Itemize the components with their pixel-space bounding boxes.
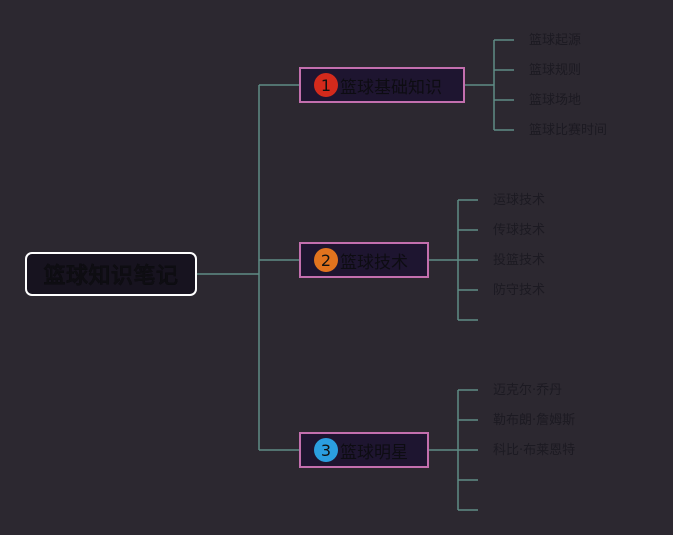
branch-label: 篮球基础知识 — [340, 77, 442, 98]
leaf-node[interactable]: 运球技术 — [493, 193, 546, 208]
number-badge-icon: 2 — [314, 248, 338, 272]
leaf-node[interactable]: 勒布朗·詹姆斯 — [493, 413, 576, 428]
leaf-node[interactable]: 投篮技术 — [493, 253, 546, 268]
leaf-node[interactable]: 科比·布莱恩特 — [493, 443, 576, 458]
root-label: 篮球知识笔记 — [43, 264, 179, 289]
number-badge-icon: 1 — [314, 73, 338, 97]
leaf-node[interactable]: 迈克尔·乔丹 — [493, 383, 563, 398]
leaf-node[interactable]: 篮球场地 — [529, 93, 582, 108]
leaf-node[interactable]: 篮球比赛时间 — [529, 123, 608, 138]
branch-label: 篮球明星 — [340, 442, 408, 463]
branch-node-1[interactable]: 1 篮球基础知识 — [299, 67, 465, 103]
branch-node-2[interactable]: 2 篮球技术 — [299, 242, 429, 278]
root-node[interactable]: 篮球知识笔记 — [25, 252, 197, 296]
leaf-node[interactable]: 篮球规则 — [529, 63, 582, 78]
branch-label: 篮球技术 — [340, 252, 408, 273]
number-badge-icon: 3 — [314, 438, 338, 462]
leaf-node[interactable]: 篮球起源 — [529, 33, 582, 48]
branch-node-3[interactable]: 3 篮球明星 — [299, 432, 429, 468]
leaf-node[interactable]: 传球技术 — [493, 223, 546, 238]
leaf-node[interactable]: 防守技术 — [493, 283, 546, 298]
